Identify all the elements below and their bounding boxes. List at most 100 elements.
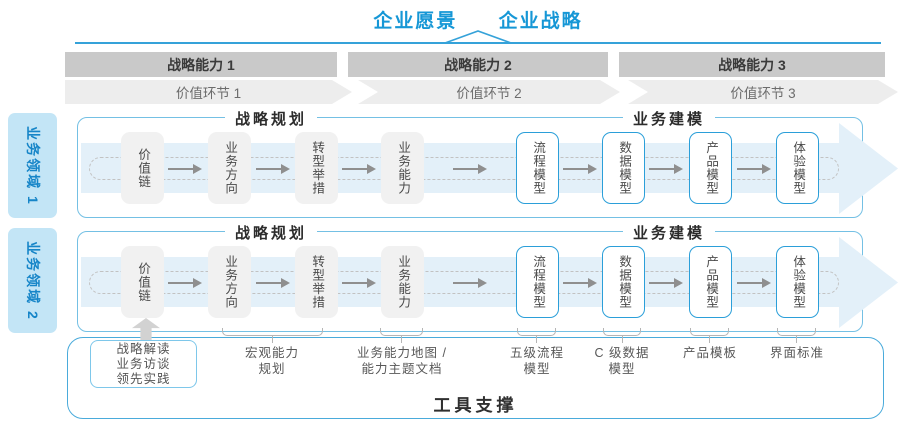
- flow-arrow-icon: [453, 163, 487, 174]
- flow-arrow-icon: [563, 277, 597, 288]
- node-label: 流程模型: [531, 141, 546, 195]
- domain-panel-2: 战略规划 业务建模 价值链 业务方向 转型举措 业务能力 流程模型 数据模型 产…: [77, 222, 898, 332]
- node-label: 流程模型: [531, 255, 546, 309]
- node-experience-model: 体验模型: [776, 132, 819, 204]
- node-label: 业务能力: [396, 255, 411, 309]
- annotation-line: 五级流程: [509, 346, 564, 360]
- annotation-line: 能力主题文档: [361, 361, 443, 376]
- strategy-input-line: 领先实践: [116, 371, 171, 386]
- node-business-direction: 业务方向: [208, 246, 251, 318]
- node-business-capability: 业务能力: [381, 246, 424, 318]
- node-value-chain: 价值链: [121, 246, 164, 318]
- strategy-input-box: 战略解读 业务访谈 领先实践: [90, 340, 197, 388]
- node-business-direction: 业务方向: [208, 132, 251, 204]
- flow-arrow-icon: [649, 277, 683, 288]
- flow-arrow-icon: [168, 277, 202, 288]
- brace-stem: [709, 335, 711, 343]
- node-label: 转型举措: [310, 141, 325, 195]
- header-divider-line: [75, 42, 881, 44]
- node-data-model: 数据模型: [602, 246, 645, 318]
- capability-bar-2: 战略能力 2: [348, 52, 608, 77]
- node-label: 业务能力: [396, 141, 411, 195]
- planning-section-title: 战略规划: [224, 222, 318, 243]
- brace-stem: [272, 335, 274, 343]
- annotation-process-model: 五级流程 模型: [477, 346, 597, 377]
- vision-title: 企业愿景: [373, 11, 458, 32]
- node-transformation-initiatives: 转型举措: [295, 246, 338, 318]
- value-link-label: 价值环节 1: [175, 86, 242, 101]
- flow-arrow-icon: [256, 163, 290, 174]
- dashed-pipeline: [89, 157, 839, 180]
- flow-arrow-icon: [342, 163, 376, 174]
- flow-arrow-icon: [453, 277, 487, 288]
- annotation-line: 业务能力地图 /: [357, 346, 447, 360]
- brace-stem: [796, 335, 798, 343]
- node-label: 产品模型: [704, 255, 719, 309]
- flow-arrow-icon: [649, 163, 683, 174]
- flow-arrow-icon: [737, 277, 771, 288]
- flow-arrow-icon: [256, 277, 290, 288]
- capability-label: 战略能力 2: [444, 56, 512, 73]
- planning-section-title: 战略规划: [224, 108, 318, 129]
- node-value-chain: 价值链: [121, 132, 164, 204]
- annotation-data-model: C 级数据 模型: [562, 346, 682, 377]
- value-link-chevron-3: 价值环节 3: [628, 80, 898, 104]
- annotation-line: 界面标准: [769, 346, 824, 360]
- annotation-product-template: 产品模板: [650, 346, 770, 362]
- value-link-chevron-2: 价值环节 2: [358, 80, 620, 104]
- strategy-title: 企业战略: [498, 11, 583, 32]
- value-link-chevron-1: 价值环节 1: [65, 80, 352, 104]
- node-data-model: 数据模型: [602, 132, 645, 204]
- node-label: 价值链: [136, 147, 151, 189]
- capability-bar-3: 战略能力 3: [619, 52, 885, 77]
- flow-arrow-icon: [342, 277, 376, 288]
- value-link-label: 价值环节 3: [730, 86, 796, 101]
- brace-stem: [622, 335, 624, 343]
- node-label: 业务方向: [223, 141, 238, 195]
- node-label: 体验模型: [791, 141, 806, 195]
- domain-label-text: 业务领域 1: [24, 125, 41, 206]
- dashed-pipeline: [89, 271, 839, 294]
- strategy-input-line: 业务访谈: [116, 356, 171, 371]
- node-label: 数据模型: [617, 255, 632, 309]
- value-link-label: 价值环节 2: [456, 86, 522, 101]
- modeling-section-title: 业务建模: [622, 222, 716, 243]
- domain-panel-1: 战略规划 业务建模 价值链 业务方向 转型举措 业务能力 流程模型 数据模型 产…: [77, 108, 898, 218]
- brace-stem: [401, 335, 403, 343]
- brace-stem: [536, 335, 538, 343]
- annotation-macro-capability: 宏观能力 规划: [212, 346, 332, 377]
- strategy-input-line: 战略解读: [116, 341, 171, 356]
- annotation-line: 产品模板: [682, 346, 737, 360]
- node-process-model: 流程模型: [516, 246, 559, 318]
- node-product-model: 产品模型: [689, 132, 732, 204]
- modeling-section-title: 业务建模: [622, 108, 716, 129]
- node-business-capability: 业务能力: [381, 132, 424, 204]
- node-process-model: 流程模型: [516, 132, 559, 204]
- node-product-model: 产品模型: [689, 246, 732, 318]
- flow-arrow-icon: [168, 163, 202, 174]
- node-label: 转型举措: [310, 255, 325, 309]
- caret-up-icon: [444, 30, 512, 44]
- capability-label: 战略能力 3: [718, 56, 786, 73]
- node-label: 业务方向: [223, 255, 238, 309]
- flow-arrow-icon: [737, 163, 771, 174]
- domain-label-1: 业务领域 1: [8, 113, 57, 218]
- annotation-line: C 级数据: [594, 346, 650, 360]
- flow-band-arrowhead-icon: [839, 237, 898, 328]
- node-label: 产品模型: [704, 141, 719, 195]
- capability-label: 战略能力 1: [167, 56, 235, 73]
- node-label: 价值链: [136, 261, 151, 303]
- capability-bar-1: 战略能力 1: [65, 52, 337, 77]
- annotation-line: 规划: [258, 361, 286, 376]
- node-label: 数据模型: [617, 141, 632, 195]
- flow-arrow-icon: [563, 163, 597, 174]
- annotation-ui-standard: 界面标准: [737, 346, 857, 362]
- node-transformation-initiatives: 转型举措: [295, 132, 338, 204]
- tool-support-title: 工具支撑: [433, 396, 518, 415]
- annotation-line: 宏观能力: [244, 346, 299, 360]
- node-experience-model: 体验模型: [776, 246, 819, 318]
- annotation-line: 模型: [523, 361, 551, 376]
- annotation-capability-map: 业务能力地图 / 能力主题文档: [342, 346, 462, 377]
- header-titles: 企业愿景 企业战略: [0, 6, 910, 33]
- flow-band-arrowhead-icon: [839, 123, 898, 214]
